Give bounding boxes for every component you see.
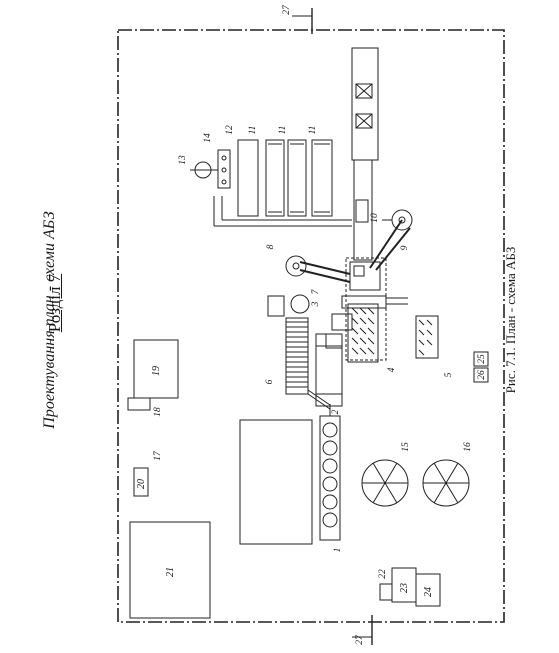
unit-13 xyxy=(190,161,218,179)
dust-collector-6 xyxy=(285,317,331,410)
label-13: 13 xyxy=(178,155,188,165)
label-9: 9 xyxy=(400,245,410,250)
label-12: 12 xyxy=(225,125,235,135)
storage-4 xyxy=(347,303,379,363)
label-6: 6 xyxy=(265,379,275,384)
label-27-bottom: 27 xyxy=(355,634,365,645)
drying-drum-2 xyxy=(315,333,343,407)
label-11c: 11 xyxy=(308,126,318,135)
feeder-1 xyxy=(319,404,341,541)
label-20: 20 xyxy=(136,479,147,489)
label-3: 3 xyxy=(311,301,321,307)
label-21: 21 xyxy=(165,567,176,577)
tank-15 xyxy=(361,459,409,507)
label-19: 19 xyxy=(151,366,162,376)
site-boundary xyxy=(117,29,505,623)
label-23: 23 xyxy=(399,583,410,593)
inclined-conveyor xyxy=(351,47,379,261)
tank-16 xyxy=(422,459,470,507)
label-18: 18 xyxy=(153,407,163,417)
label-10: 10 xyxy=(370,213,380,223)
label-17: 17 xyxy=(153,450,163,461)
building-21 xyxy=(129,521,211,619)
unit-9 xyxy=(382,209,413,231)
bitumen-storage xyxy=(237,139,333,217)
label-14: 14 xyxy=(203,133,213,143)
label-5: 5 xyxy=(444,372,454,377)
building-26 xyxy=(473,367,489,383)
label-2: 2 xyxy=(331,409,341,414)
unit-14 xyxy=(217,149,231,189)
building-24 xyxy=(415,573,441,607)
label-15: 15 xyxy=(401,442,411,452)
mixing-plant xyxy=(325,257,408,361)
storage-5 xyxy=(415,315,439,359)
aggregate-yard xyxy=(239,419,313,545)
unit-8 xyxy=(285,255,307,277)
label-25: 25 xyxy=(477,354,487,364)
label-4: 4 xyxy=(387,367,397,372)
label-8: 8 xyxy=(266,244,276,249)
label-11b: 11 xyxy=(278,126,288,135)
building-25 xyxy=(473,351,489,367)
building-18 xyxy=(127,397,151,411)
label-27-top: 27 xyxy=(282,4,292,15)
label-24: 24 xyxy=(423,587,434,597)
label-7: 7 xyxy=(311,288,321,294)
unit-7 xyxy=(267,294,310,317)
building-20 xyxy=(133,467,149,497)
building-19 xyxy=(133,339,179,399)
label-22: 22 xyxy=(378,569,388,579)
label-1: 1 xyxy=(333,548,343,553)
label-11a: 11 xyxy=(248,126,258,135)
label-26: 26 xyxy=(477,370,487,380)
building-22 xyxy=(379,583,393,601)
label-16: 16 xyxy=(463,442,473,452)
